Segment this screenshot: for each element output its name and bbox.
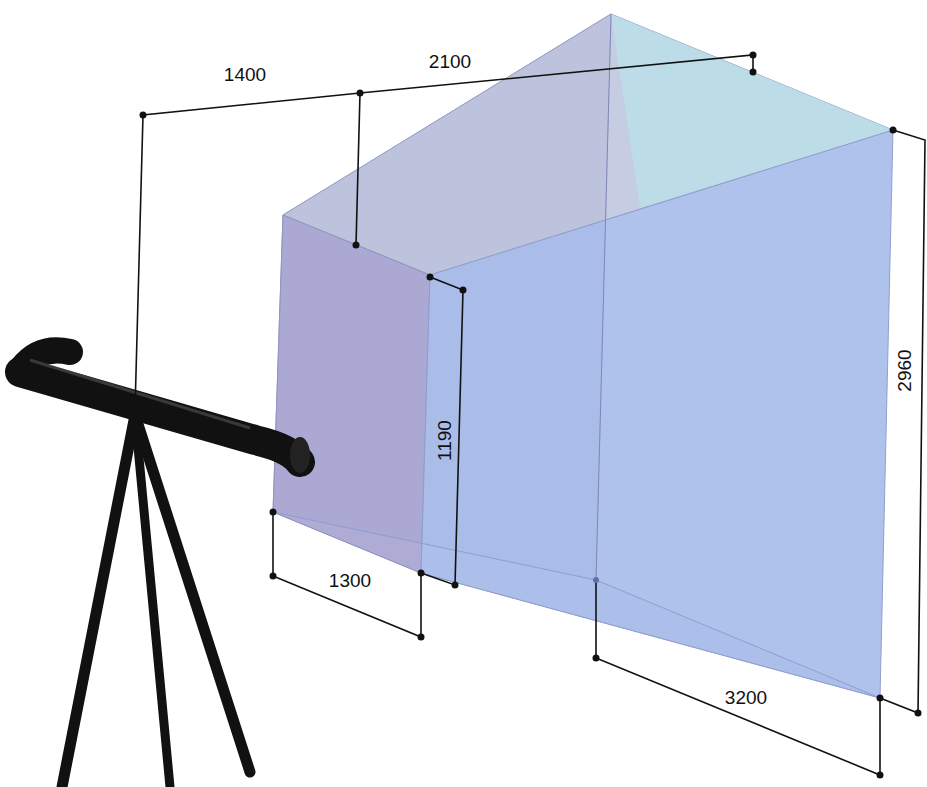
dimension-label: 2100 — [426, 51, 474, 72]
dimension-label: 3200 — [722, 687, 770, 708]
back-edge — [596, 14, 611, 580]
dimension-lines — [135, 55, 925, 775]
dimension-label: 1400 — [221, 64, 269, 85]
tripod — [62, 415, 250, 787]
dimension-label: 2960 — [894, 346, 915, 394]
projector-tube — [20, 350, 310, 473]
bottom-edge — [596, 580, 880, 698]
right-face — [421, 130, 893, 698]
near-face — [273, 215, 430, 573]
dimension-label: 1300 — [326, 570, 374, 591]
dimension-points — [132, 52, 922, 779]
dimension-label: 1190 — [433, 417, 454, 464]
bottom-edge — [273, 512, 596, 580]
